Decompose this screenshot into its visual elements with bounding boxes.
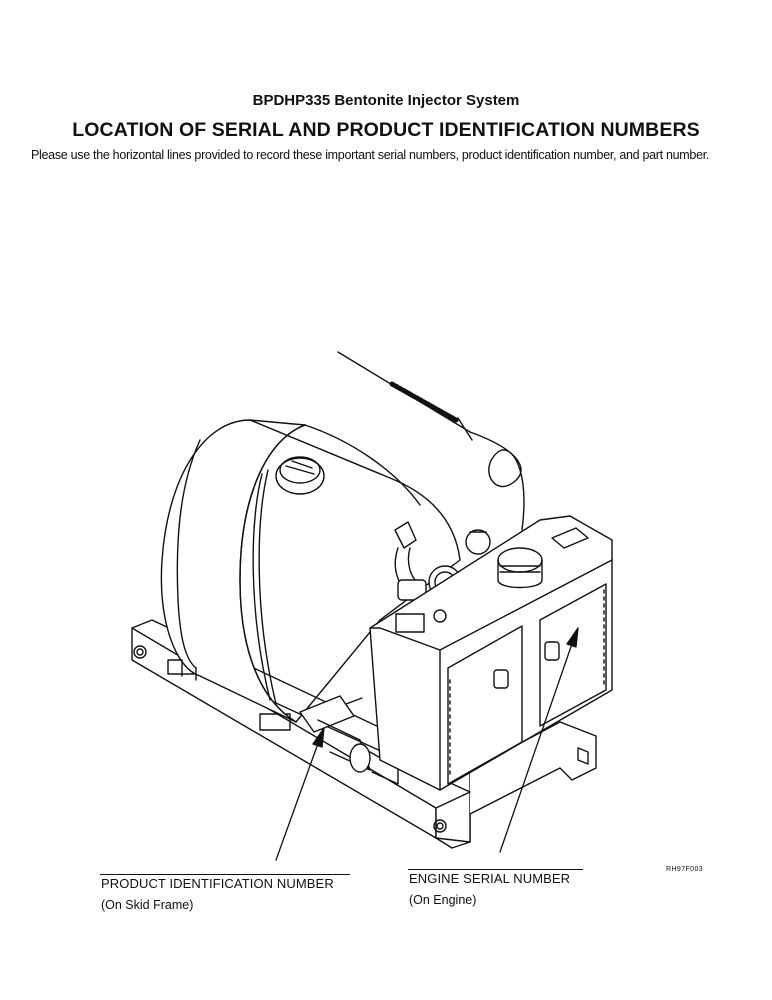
product-id-location: (On Skid Frame) xyxy=(101,898,194,912)
page-title: LOCATION OF SERIAL AND PRODUCT IDENTIFIC… xyxy=(72,119,700,141)
product-id-record-line[interactable] xyxy=(100,874,350,875)
page-subtitle: BPDHP335 Bentonite Injector System xyxy=(252,92,520,109)
product-id-label: PRODUCT IDENTIFICATION NUMBER xyxy=(101,876,334,891)
engine-serial-label: ENGINE SERIAL NUMBER xyxy=(409,871,571,886)
leader-arrows xyxy=(275,627,579,861)
engine-enclosure xyxy=(369,515,613,791)
tank xyxy=(160,419,461,723)
figure-code: RH97F003 xyxy=(666,866,704,873)
engine-serial-record-line[interactable] xyxy=(408,869,583,870)
intro-paragraph: Please use the horizontal lines provided… xyxy=(31,148,710,162)
spray-wand xyxy=(337,351,525,531)
engine-serial-location: (On Engine) xyxy=(409,893,477,907)
